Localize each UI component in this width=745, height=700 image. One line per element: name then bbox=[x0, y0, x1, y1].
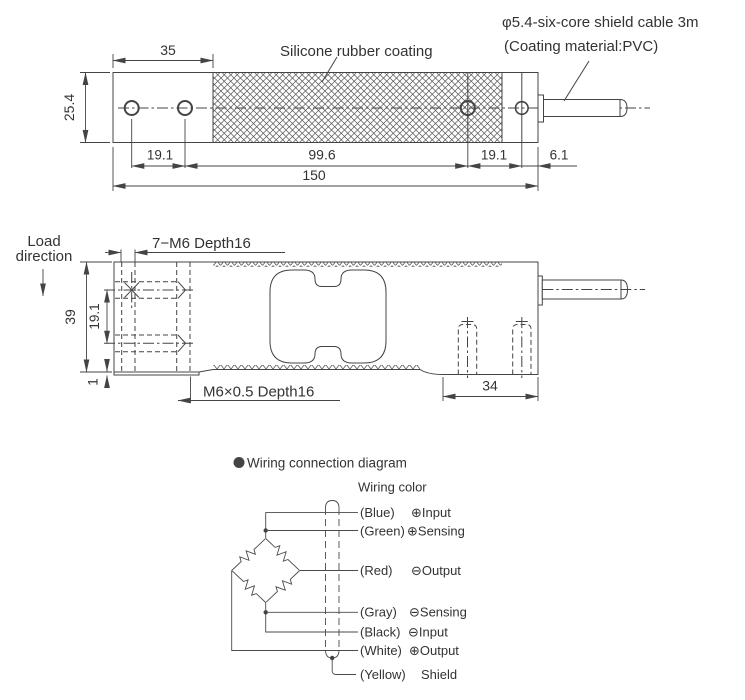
dim-99-6-label: 99.6 bbox=[308, 147, 335, 163]
dim-150-label: 150 bbox=[302, 167, 326, 183]
top-view-drawing: 35 25.4 19.1 99.6 19.1 6.1 150 Silicone … bbox=[61, 14, 698, 191]
mount-hole-4 bbox=[514, 100, 529, 116]
load-direction-line1: Load bbox=[27, 233, 60, 250]
mount-hole-2 bbox=[177, 100, 193, 116]
cable-gland-tab-side bbox=[537, 275, 543, 306]
wire-color-label: (Green) bbox=[360, 524, 405, 539]
wire-yellow-shield bbox=[331, 658, 356, 675]
wire-color-label: (Gray) bbox=[360, 605, 397, 620]
coating-label: Silicone rubber coating bbox=[280, 43, 433, 60]
bridge-resistors bbox=[231, 538, 301, 603]
bolt-holes-label: 7−M6 Depth16 bbox=[152, 235, 251, 252]
wiring-section-title: Wiring connection diagram bbox=[247, 456, 407, 471]
cable-top bbox=[543, 99, 621, 117]
cable-end-cap bbox=[619, 99, 628, 117]
dim-25-4-extensions bbox=[80, 72, 110, 143]
cable-gland-tab bbox=[537, 94, 544, 123]
wire-color-label: (White) bbox=[360, 643, 402, 658]
wire-white bbox=[231, 570, 358, 651]
junction-dot-shield bbox=[330, 655, 335, 661]
dim-19-1-side-label: 19.1 bbox=[87, 303, 102, 329]
resistor-bottom-right bbox=[265, 570, 301, 603]
wire-black bbox=[265, 602, 358, 633]
side-view-drawing: Load direction 7−M6 Depth16 M6×0.5 Depth… bbox=[16, 233, 645, 404]
cable-sheath-caps bbox=[325, 500, 340, 659]
dim-1-label: 1 bbox=[86, 378, 101, 386]
hole-extension-lines bbox=[131, 119, 523, 168]
wire-signal-label: ⊖Output bbox=[411, 563, 461, 578]
wiring-color-title: Wiring color bbox=[358, 480, 427, 495]
wire-signal-label: ⊕Output bbox=[409, 643, 459, 658]
cable-sheath-dashed bbox=[325, 508, 340, 650]
junction-dot-gray bbox=[263, 610, 268, 615]
section-bullet-icon bbox=[233, 457, 245, 468]
coating-edge-top bbox=[213, 262, 502, 267]
dim-19-1-left-label: 19.1 bbox=[147, 148, 173, 163]
junction-dot-green bbox=[263, 528, 268, 533]
wire-signal-label: Shield bbox=[421, 667, 457, 682]
cable-label-line2: (Coating material:PVC) bbox=[504, 38, 658, 55]
bolt-dim-extensions bbox=[120, 249, 136, 262]
wire-color-label: (Blue) bbox=[360, 505, 395, 520]
dim-39-label: 39 bbox=[62, 309, 78, 325]
dim-25-4-label: 25.4 bbox=[61, 94, 77, 121]
load-direction-line2: direction bbox=[16, 248, 73, 265]
dim-19-1-right-label: 19.1 bbox=[481, 148, 507, 163]
resistor-top-left bbox=[231, 538, 266, 571]
dim-6-1-label: 6.1 bbox=[550, 148, 569, 163]
flexure-cutout bbox=[269, 269, 387, 364]
wiring-diagram: Wiring connection diagram Wiring color (… bbox=[231, 456, 467, 682]
wire-blue bbox=[265, 512, 358, 539]
wiring-labels: (Blue) ⊕Input (Green) ⊕Sensing (Red) ⊖Ou… bbox=[360, 505, 467, 682]
block-boundary-lines bbox=[467, 72, 523, 143]
dim-150-extensions bbox=[112, 147, 539, 191]
coating-leader-line bbox=[321, 56, 338, 83]
resistor-bottom-left bbox=[231, 570, 267, 603]
mount-hole-3 bbox=[459, 100, 476, 116]
resistor-top-right bbox=[265, 538, 300, 571]
wire-signal-label: ⊕Input bbox=[411, 505, 451, 520]
wire-color-label: (Black) bbox=[360, 625, 400, 640]
wire-color-label: (Red) bbox=[360, 563, 393, 578]
cable-label-line1: φ5.4-six-core shield cable 3m bbox=[502, 14, 698, 31]
coating-edge-bottom bbox=[213, 365, 420, 370]
wire-signal-label: ⊖Sensing bbox=[409, 605, 467, 620]
slot-center-lines bbox=[467, 317, 523, 378]
dim-35-label: 35 bbox=[160, 42, 176, 58]
wire-signal-label: ⊖Input bbox=[408, 625, 448, 640]
cable-leader-line bbox=[563, 60, 590, 102]
base-plate bbox=[113, 372, 200, 376]
dim-34-label: 34 bbox=[482, 378, 498, 394]
mount-hole-1 bbox=[123, 100, 140, 116]
wire-signal-label: ⊕Sensing bbox=[407, 524, 465, 539]
center-cross-mark bbox=[124, 282, 140, 298]
thread-label: M6×0.5 Depth16 bbox=[203, 384, 314, 401]
wire-color-label: (Yellow) bbox=[360, 667, 406, 682]
